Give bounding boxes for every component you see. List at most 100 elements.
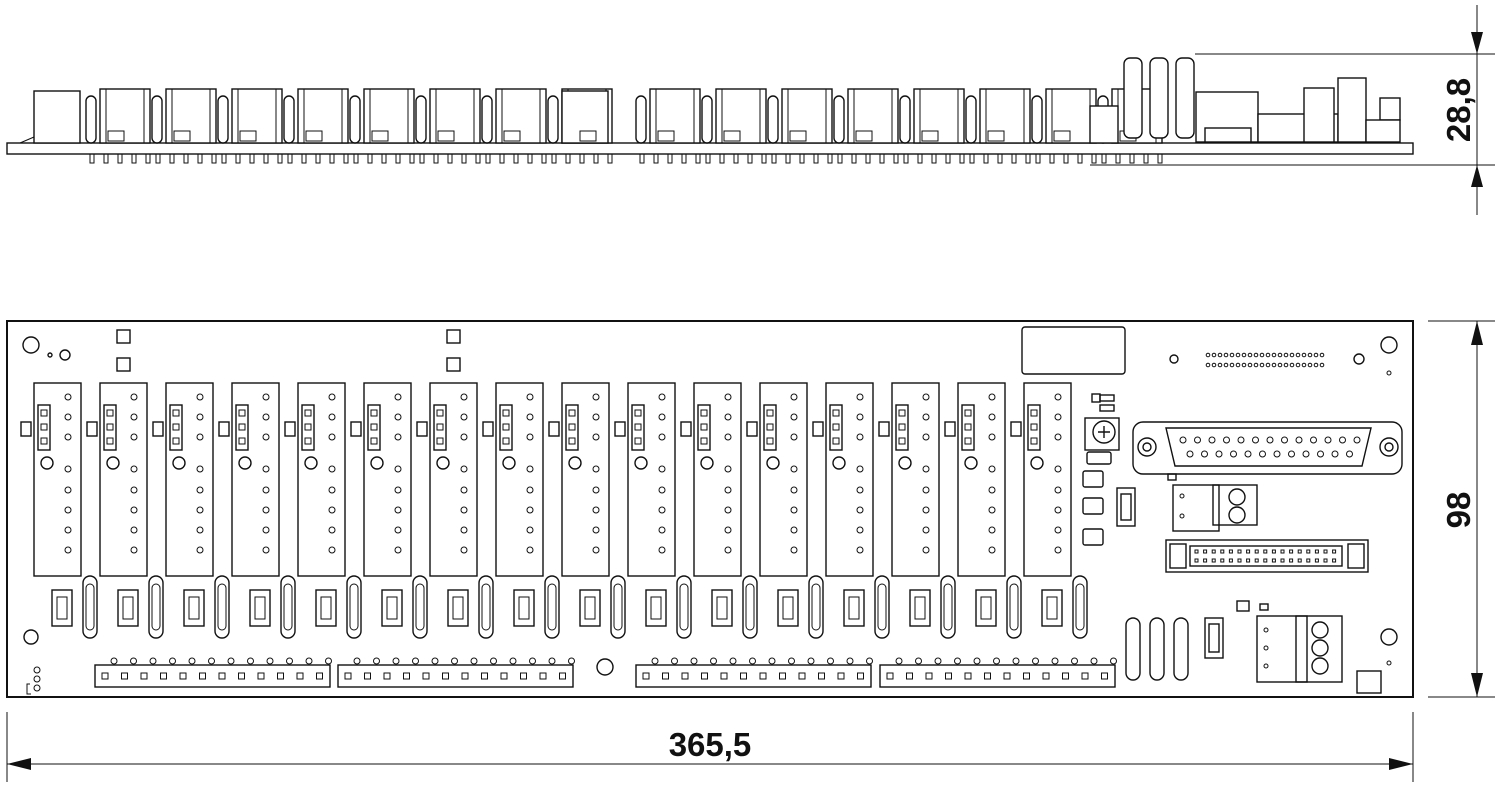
mounting-hole (22, 336, 40, 354)
dimension-lines (6, 5, 1495, 782)
relay-body (693, 382, 742, 577)
side-block (1089, 105, 1119, 144)
side-relays (85, 88, 1163, 164)
relay-channel (944, 382, 1022, 639)
slide-switch (1041, 589, 1063, 627)
side-relay (415, 88, 481, 164)
relay-body (33, 382, 82, 577)
relay-body (759, 382, 808, 577)
slide-switch (51, 589, 73, 627)
relay-channel (284, 382, 362, 639)
side-relay (85, 88, 151, 164)
side-relay (217, 88, 283, 164)
side-relay (899, 88, 965, 164)
slide-switch (447, 589, 469, 627)
dimension-depth-label: 98 (1440, 492, 1477, 529)
fuse (346, 575, 362, 639)
slide-switch (579, 589, 601, 627)
side-relay (833, 88, 899, 164)
relay-body (825, 382, 874, 577)
fuse (874, 575, 890, 639)
slide-switch (975, 589, 997, 627)
side-relay (767, 88, 833, 164)
side-pcb (6, 142, 1414, 155)
relay-body (99, 382, 148, 577)
side-relay (349, 88, 415, 164)
terminal-strip (635, 657, 873, 688)
side-view (6, 57, 1414, 164)
relay-channel (1010, 382, 1088, 639)
fuse (1006, 575, 1022, 639)
slide-switch (381, 589, 403, 627)
relay-channel (548, 382, 626, 639)
side-block (561, 90, 609, 144)
relay-channel (680, 382, 758, 639)
fuse (412, 575, 428, 639)
slide-switch (513, 589, 535, 627)
relay-body (231, 382, 280, 577)
fuse (280, 575, 296, 639)
dimension-height-label: 28,8 (1440, 78, 1477, 142)
relay-channel (218, 382, 296, 639)
relay-channel (878, 382, 956, 639)
dimension-width-label: 365,5 (669, 726, 752, 763)
fuse (214, 575, 230, 639)
label-field (1021, 326, 1126, 375)
relay-body (627, 382, 676, 577)
slide-switch (843, 589, 865, 627)
slide-switch (711, 589, 733, 627)
relay-body (561, 382, 610, 577)
fuse (82, 575, 98, 639)
pin-header (1205, 352, 1325, 368)
fuse (544, 575, 560, 639)
relay-body (1023, 382, 1072, 577)
fuse (610, 575, 626, 639)
top-view (6, 320, 1414, 698)
relay-body (165, 382, 214, 577)
relay-body (957, 382, 1006, 577)
top-relays (20, 382, 1088, 639)
fuse (742, 575, 758, 639)
relay-body (429, 382, 478, 577)
relay-body (363, 382, 412, 577)
relay-channel (350, 382, 428, 639)
side-right-components (1123, 57, 1401, 155)
relay-channel (746, 382, 824, 639)
terminal-strip (337, 657, 575, 688)
fuse (676, 575, 692, 639)
idc-connector (1165, 539, 1369, 573)
slide-switch (909, 589, 931, 627)
relay-body (297, 382, 346, 577)
relay-channel (482, 382, 560, 639)
relay-channel (614, 382, 692, 639)
relay-channel (86, 382, 164, 639)
relay-body (891, 382, 940, 577)
mounting-hole (1380, 336, 1398, 354)
mounting-hole (23, 629, 39, 645)
terminal-strip (879, 657, 1117, 688)
side-relay (1031, 88, 1097, 164)
side-relay (283, 88, 349, 164)
slide-switch (117, 589, 139, 627)
side-relay (965, 88, 1031, 164)
fuse (940, 575, 956, 639)
top-right-components (1082, 393, 1403, 694)
side-relay (635, 88, 701, 164)
slide-switch (249, 589, 271, 627)
slide-switch (183, 589, 205, 627)
fuse (808, 575, 824, 639)
fuse (1072, 575, 1088, 639)
fuse (148, 575, 164, 639)
side-left-block (33, 90, 81, 144)
terminal-strips (94, 657, 1117, 688)
top-pcb-outline (6, 320, 1414, 698)
fuse (478, 575, 494, 639)
relay-channel (152, 382, 230, 639)
terminal-strip (94, 657, 332, 688)
dsub-connector (1132, 421, 1403, 475)
mounting-hole (1380, 628, 1398, 646)
side-relay (701, 88, 767, 164)
relay-channel (20, 382, 98, 639)
slide-switch (645, 589, 667, 627)
